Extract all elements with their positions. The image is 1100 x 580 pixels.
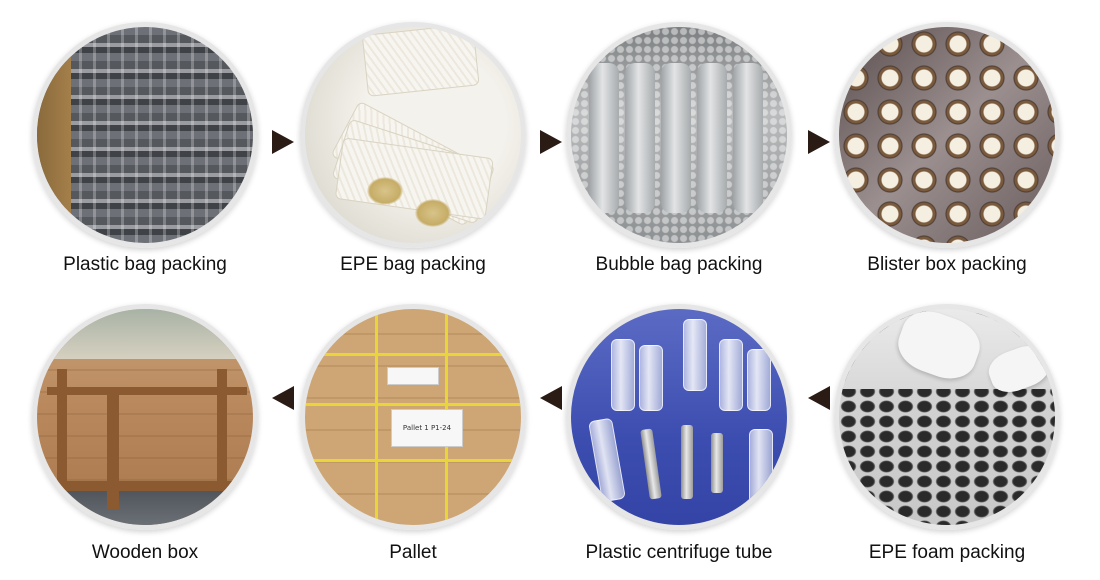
- arrow-left-icon: [540, 386, 562, 410]
- arrow-right-icon: [540, 130, 562, 154]
- plastic-bag-packing-photo: [32, 22, 258, 248]
- pallet-label: Pallet 1 P1-24: [391, 409, 463, 447]
- pallet-photo: Pallet 1 P1-24: [300, 304, 526, 530]
- arrow-left-icon: [808, 386, 830, 410]
- step-caption: Bubble bag packing: [595, 254, 763, 275]
- step-caption: Plastic centrifuge tube: [585, 542, 773, 563]
- step-wooden-box: Wooden box: [32, 304, 258, 574]
- step-centrifuge-tube: Plastic centrifuge tube: [566, 304, 792, 574]
- wooden-box-photo: [32, 304, 258, 530]
- step-pallet: Pallet 1 P1-24 Pallet: [300, 304, 526, 574]
- step-bubble-bag: Bubble bag packing: [566, 22, 792, 292]
- step-caption: Pallet: [389, 542, 437, 563]
- epe-foam-packing-photo: [834, 304, 1060, 530]
- blister-box-packing-photo: [834, 22, 1060, 248]
- step-caption: Blister box packing: [867, 254, 1027, 275]
- step-blister-box: Blister box packing: [834, 22, 1060, 292]
- pallet-label-text: Pallet 1 P1-24: [402, 424, 452, 432]
- step-plastic-bag: Plastic bag packing: [32, 22, 258, 292]
- arrow-right-icon: [808, 130, 830, 154]
- step-caption: Wooden box: [91, 542, 199, 563]
- epe-bag-packing-photo: [300, 22, 526, 248]
- small-label: [387, 367, 439, 385]
- step-epe-bag: EPE bag packing: [300, 22, 526, 292]
- step-caption: Plastic bag packing: [63, 254, 227, 275]
- arrow-left-icon: [272, 386, 294, 410]
- plastic-centrifuge-tube-photo: [566, 304, 792, 530]
- arrow-right-icon: [272, 130, 294, 154]
- step-caption: EPE foam packing: [868, 542, 1026, 563]
- bubble-bag-packing-photo: [566, 22, 792, 248]
- step-caption: EPE bag packing: [340, 254, 486, 275]
- step-epe-foam: EPE foam packing: [834, 304, 1060, 574]
